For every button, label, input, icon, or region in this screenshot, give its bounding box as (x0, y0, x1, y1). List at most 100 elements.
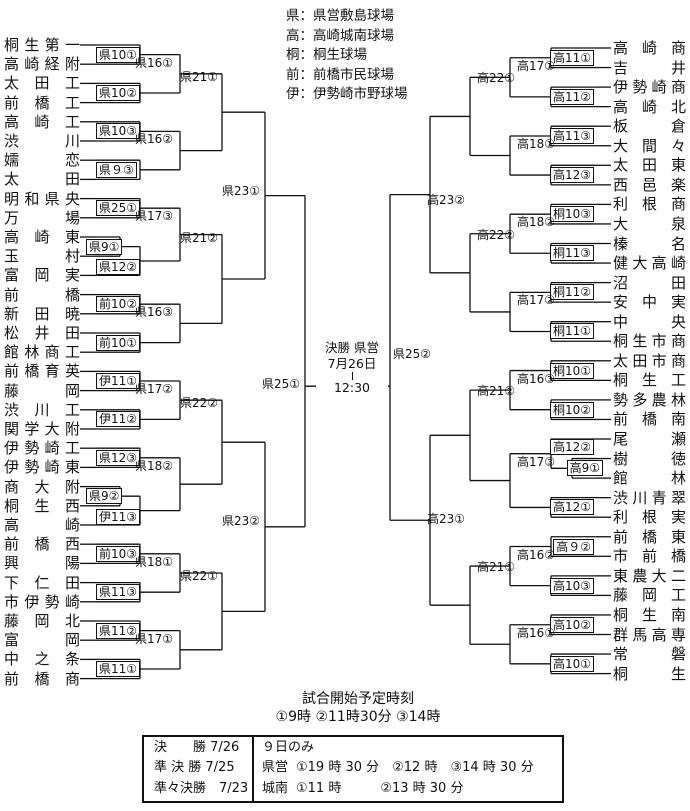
team-name: 前橋西 (4, 535, 80, 554)
team-name: 高崎工 (4, 112, 80, 131)
game-label: 桐11③ (549, 245, 594, 262)
team-name: 富岡実 (4, 266, 80, 285)
schedule-kenei-times: ①19 時 30 分 ②12 時 ③14 時 30 分 (296, 760, 534, 775)
team-name: 桐生 (613, 664, 686, 683)
game-label: 県16① (135, 55, 174, 70)
game-label: 高16③ (516, 371, 555, 386)
team-name: 明和県央 (4, 189, 80, 208)
team-name: 太田東 (613, 156, 686, 175)
game-label: 前10② (96, 296, 141, 313)
game-label: 桐10③ (549, 206, 594, 223)
team-name: 伊勢崎東 (4, 458, 80, 477)
game-label: 伊11② (96, 411, 141, 428)
team-name: 大間々 (613, 136, 686, 155)
venue-legend: 県：県営敷島球場 高：高崎城南球場 桐：桐生球場 前：前橋市民球場 伊：伊勢崎市… (286, 7, 408, 105)
game-label: 桐11② (549, 284, 594, 301)
team-name: 中之条 (4, 650, 80, 669)
team-name: 前橋商 (4, 669, 80, 688)
legend-item: 前：前橋市民球場 (286, 66, 394, 83)
game-label: 県11② (96, 622, 141, 639)
start-times: 試合開始予定時刻 ①9時 ②11時30分 ③14時 (242, 690, 474, 726)
team-name: 太田市商 (613, 351, 686, 370)
team-name: 前橋育英 (4, 362, 80, 381)
game-label: 県12② (96, 259, 141, 276)
team-name: 玉村 (4, 247, 80, 266)
game-label: 県17② (135, 382, 174, 396)
team-name: 太田 (4, 170, 80, 189)
game-label: 県16② (135, 132, 174, 147)
team-name: 前橋南 (613, 410, 686, 429)
game-label: 県11① (96, 661, 141, 677)
team-name: 高崎商 (613, 39, 686, 57)
game-label: 高22① (476, 71, 515, 86)
team-name: 勢多農林 (613, 390, 686, 409)
team-name: 常磐 (613, 645, 686, 664)
game-label: 県10① (96, 46, 141, 63)
final-info: 決勝 県営 7月26日 12:30 (316, 340, 388, 396)
team-name: 桐生第一 (4, 36, 80, 54)
game-label: 高11② (549, 88, 594, 105)
schedule-jonan-times: ①11 時 ②13 時 30 分 (296, 781, 464, 796)
game-label: 高11③ (549, 127, 594, 144)
team-name: 館林 (613, 469, 686, 488)
team-name: 館林商工 (4, 343, 80, 362)
schedule-times: ９日のみ 県営 ①19 時 30 分 ②12 時 ③14 時 30 分 城南 ①… (256, 737, 562, 801)
start-times-values: ①9時 ②11時30分 ③14時 (275, 709, 441, 725)
schedule-day9: ９日のみ (262, 740, 315, 755)
game-label: 高21② (476, 384, 515, 399)
game-label: 高21① (476, 560, 515, 575)
team-name: 高崎経附 (4, 55, 80, 74)
team-name: 関学大附 (4, 420, 80, 438)
team-name: 万場 (4, 208, 80, 227)
team-name: 下仁田 (4, 573, 80, 592)
team-name: 大泉 (613, 214, 686, 233)
team-name: 板倉 (613, 117, 686, 136)
game-label: 高18① (516, 136, 555, 151)
schedule-final: 決 勝 7/26 (154, 740, 240, 755)
legend-item: 県：県営敷島球場 (286, 8, 394, 24)
game-label: 高16② (516, 547, 555, 562)
game-label: 県22② (180, 396, 219, 411)
team-name: 安中実 (613, 293, 686, 312)
team-name: 樹徳 (613, 449, 686, 468)
team-name: 利根実 (613, 508, 686, 527)
game-label: 高16① (516, 625, 555, 640)
team-name: 桐生西 (4, 496, 80, 515)
game-label: 前10① (96, 334, 141, 351)
team-name: 渋川 (4, 132, 80, 150)
team-name: 東農大二 (613, 566, 686, 585)
team-name: 利根商 (613, 195, 686, 214)
game-label: 高11① (549, 49, 594, 66)
team-name: 高崎東 (4, 228, 80, 246)
game-label: 桐11① (549, 323, 594, 340)
game-label: 高9① (566, 460, 603, 477)
game-label: 県25① (96, 200, 141, 217)
final-tick (351, 372, 353, 380)
game-label: 伊11① (96, 373, 141, 389)
game-label: 県12③ (96, 449, 141, 466)
schedule-table: 決 勝 7/26 準 決 勝 7/25 準々決勝 7/23 ９日のみ 県営 ①1… (142, 735, 564, 803)
team-name: 市前橋 (613, 547, 686, 566)
team-name: 桐生南 (613, 605, 686, 624)
game-label: 高17② (516, 293, 555, 308)
team-name: 渋川青翠 (613, 488, 686, 507)
team-name: 伊勢崎商 (613, 78, 686, 97)
team-name: 渋川工 (4, 400, 80, 419)
game-label: 県25② (393, 347, 432, 362)
team-name: 松井田 (4, 324, 80, 342)
game-label: 県10③ (96, 123, 141, 140)
team-name: 新田暁 (4, 304, 80, 323)
schedule-jonan-label: 城南 (262, 781, 289, 796)
game-label: 前10③ (96, 545, 141, 562)
game-label: 県23① (222, 184, 261, 199)
game-label: 県９③ (96, 161, 137, 178)
team-name: 中央 (613, 312, 686, 331)
legend-item: 高：高崎城南球場 (286, 27, 394, 44)
team-name: 桐生工 (613, 371, 686, 390)
team-name: 前橋東 (613, 527, 686, 546)
team-name: 嬬恋 (4, 151, 80, 170)
game-label: 高12③ (549, 167, 594, 184)
game-label: 高23① (426, 512, 465, 527)
legend-item: 伊：伊勢崎市野球場 (286, 86, 408, 103)
game-label: 高17③ (516, 454, 555, 469)
